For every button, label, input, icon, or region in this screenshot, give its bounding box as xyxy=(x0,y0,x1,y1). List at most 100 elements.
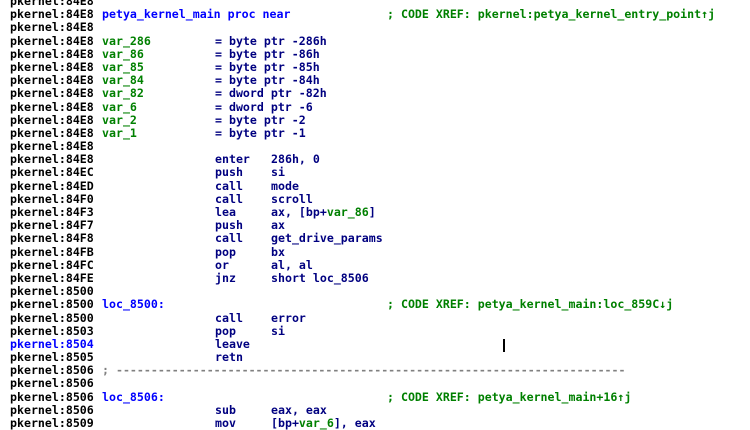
address[interactable]: pkernel:84E8 xyxy=(10,152,94,167)
stack-variable[interactable]: var_82 xyxy=(102,86,144,101)
address[interactable]: pkernel:8509 xyxy=(10,416,94,430)
listing-line[interactable]: pkernel:8500 call error xyxy=(0,310,750,325)
instruction-operands[interactable]: mode xyxy=(271,178,299,193)
address[interactable]: pkernel:84E8 xyxy=(10,86,94,101)
address[interactable]: pkernel:8506 xyxy=(10,363,94,378)
address[interactable]: pkernel:84EC xyxy=(10,165,94,180)
xref-comment[interactable]: ; CODE XREF: petya_kernel_main:loc_859C↓… xyxy=(387,297,674,312)
instruction-mnemonic[interactable]: mov xyxy=(215,416,236,430)
listing-line[interactable]: pkernel:8506 xyxy=(0,377,750,390)
instruction-mnemonic[interactable]: push xyxy=(215,165,243,180)
address[interactable]: pkernel:8506 xyxy=(10,376,94,391)
listing-line[interactable]: pkernel:84F3 lea ax, [bp+var_86] xyxy=(0,205,750,219)
instruction-mnemonic[interactable]: sub xyxy=(215,402,236,417)
address[interactable]: pkernel:84E8 xyxy=(10,99,94,114)
listing-line[interactable]: pkernel:84ED call mode xyxy=(0,178,750,193)
listing-line[interactable]: pkernel:8500 xyxy=(0,284,750,299)
address[interactable]: pkernel:84E8 xyxy=(10,46,94,61)
xref-comment[interactable]: ; CODE XREF: petya_kernel_main+16↑j xyxy=(387,389,632,404)
stack-variable[interactable]: var_84 xyxy=(102,73,144,88)
instruction-operands[interactable]: si xyxy=(271,165,285,180)
instruction-operands[interactable]: bx xyxy=(271,244,285,259)
listing-line[interactable]: pkernel:84FB pop bx xyxy=(0,244,750,259)
listing-line[interactable]: pkernel:84F8 call get_drive_params xyxy=(0,232,750,245)
address[interactable]: pkernel:84F7 xyxy=(10,218,94,233)
address[interactable]: pkernel:8506 xyxy=(10,389,94,404)
address[interactable]: pkernel:84FB xyxy=(10,244,94,259)
listing-line[interactable]: pkernel:84E8 xyxy=(0,0,750,8)
address[interactable]: pkernel:84FE xyxy=(10,270,94,285)
instruction-mnemonic[interactable]: retn xyxy=(215,350,243,365)
address[interactable]: pkernel:8500 xyxy=(10,310,94,325)
code-label[interactable]: loc_8500: xyxy=(102,297,165,312)
address[interactable]: pkernel:8504 xyxy=(10,336,94,351)
instruction-operands[interactable]: al, al xyxy=(271,257,313,272)
instruction-operands[interactable]: [bp+var_6], eax xyxy=(271,416,376,430)
instruction-mnemonic[interactable]: call xyxy=(215,178,243,193)
instruction-operands[interactable]: ax xyxy=(271,218,285,233)
address[interactable]: pkernel:84ED xyxy=(10,178,94,193)
stack-variable[interactable]: var_2 xyxy=(102,112,137,127)
code-label[interactable]: loc_8506: xyxy=(102,389,165,404)
listing-line[interactable]: pkernel:84E8 petya_kernel_main proc near;… xyxy=(0,7,750,22)
instruction-operands[interactable]: scroll xyxy=(271,191,313,206)
address[interactable]: pkernel:84F3 xyxy=(10,205,94,219)
address[interactable]: pkernel:84FC xyxy=(10,257,94,272)
instruction-mnemonic[interactable]: call xyxy=(215,231,243,246)
listing-line[interactable]: pkernel:8504 leave xyxy=(0,336,750,351)
instruction-mnemonic[interactable]: or xyxy=(215,257,229,272)
listing-line[interactable]: pkernel:84FE jnz short loc_8506 xyxy=(0,270,750,285)
stack-variable[interactable]: var_6 xyxy=(102,99,137,114)
instruction-mnemonic[interactable]: pop xyxy=(215,244,236,259)
listing-line[interactable]: pkernel:84E8 xyxy=(0,21,750,34)
listing-line[interactable]: pkernel:84F7 push ax xyxy=(0,218,750,233)
address[interactable]: pkernel:8500 xyxy=(10,284,94,299)
address[interactable]: pkernel:84E8 xyxy=(10,20,94,35)
listing-line[interactable]: pkernel:8509 mov [bp+var_6], eax xyxy=(0,416,750,430)
address[interactable]: pkernel:84F0 xyxy=(10,191,94,206)
address[interactable]: pkernel:84E8 xyxy=(10,33,94,48)
instruction-mnemonic[interactable]: lea xyxy=(215,205,236,219)
xref-comment[interactable]: ; CODE XREF: pkernel:petya_kernel_entry_… xyxy=(387,7,716,22)
instruction-operands[interactable]: error xyxy=(271,310,306,325)
instruction-mnemonic[interactable]: leave xyxy=(215,336,250,351)
code-label[interactable]: petya_kernel_main proc near xyxy=(102,7,291,22)
instruction-operands[interactable]: ax, [bp+var_86] xyxy=(271,205,376,219)
listing-line[interactable]: pkernel:84E8 xyxy=(0,139,750,154)
address[interactable]: pkernel:84E8 xyxy=(10,7,94,22)
instruction-mnemonic[interactable]: call xyxy=(215,310,243,325)
address[interactable]: pkernel:84E8 xyxy=(10,73,94,88)
instruction-mnemonic[interactable]: push xyxy=(215,218,243,233)
operand-variable[interactable]: var_6 xyxy=(298,416,334,430)
operand-variable[interactable]: var_86 xyxy=(326,205,369,219)
stack-variable[interactable]: var_85 xyxy=(102,59,144,74)
address[interactable]: pkernel:84E8 xyxy=(10,139,94,154)
instruction-operands[interactable]: get_drive_params xyxy=(271,231,383,246)
stack-variable[interactable]: var_1 xyxy=(102,125,137,140)
listing-line[interactable]: pkernel:8500 loc_8500: ; CODE XREF: petya_… xyxy=(0,298,750,311)
stack-variable[interactable]: var_86 xyxy=(102,46,144,61)
listing-line[interactable]: pkernel:84E8 enter 286h, 0 xyxy=(0,153,750,166)
address[interactable]: pkernel:8506 xyxy=(10,402,94,417)
address[interactable]: pkernel:84F8 xyxy=(10,231,94,246)
address[interactable]: pkernel:8500 xyxy=(10,297,94,312)
address[interactable]: pkernel:84E8 xyxy=(10,112,94,127)
instruction-mnemonic[interactable]: jnz xyxy=(215,270,236,285)
instruction-operands[interactable]: 286h, 0 xyxy=(271,152,320,167)
instruction-operands[interactable]: si xyxy=(271,323,285,338)
instruction-mnemonic[interactable]: enter xyxy=(215,152,250,167)
listing-line[interactable]: pkernel:8506; --------------------------… xyxy=(0,364,750,377)
listing-line[interactable]: pkernel:84EC push si xyxy=(0,166,750,179)
instruction-operands[interactable]: short loc_8506 xyxy=(271,270,369,285)
